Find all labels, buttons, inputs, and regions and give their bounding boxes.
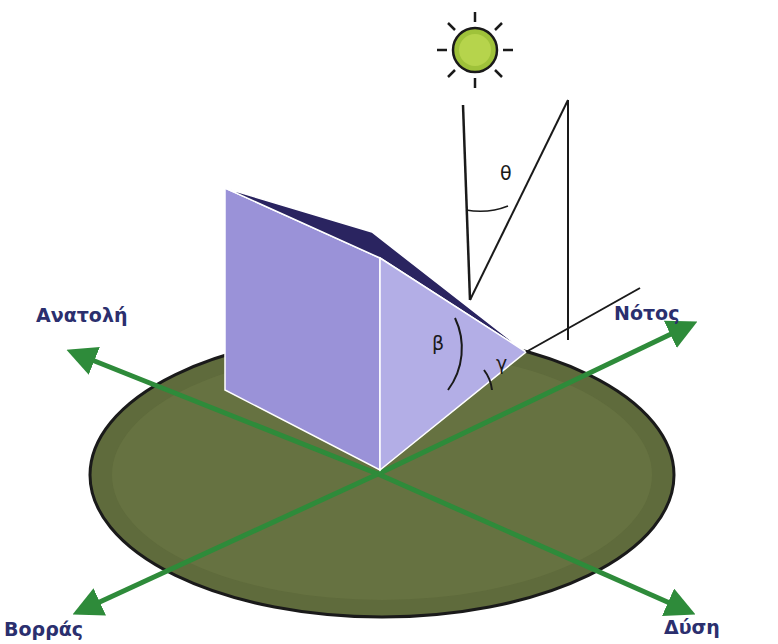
direction-label: Δύση <box>664 616 720 638</box>
west-arrow <box>378 474 690 612</box>
sun-core <box>459 34 491 66</box>
direction-label: Νότος <box>614 302 679 324</box>
theta-arc <box>466 206 508 211</box>
direction-label: Βορράς <box>4 618 83 640</box>
direction-label: Ανατολή <box>36 304 127 326</box>
vertical-reference <box>567 100 569 340</box>
sun-ray <box>463 105 470 300</box>
panel-normal <box>470 100 568 300</box>
wedge-front-face <box>380 258 526 470</box>
angle-gamma: γ <box>496 352 507 374</box>
beta-arc <box>448 318 462 390</box>
sun <box>453 28 497 72</box>
north-arrow <box>78 474 378 612</box>
angle-beta: β <box>432 332 444 354</box>
gamma-arc <box>484 370 492 390</box>
angle-theta: θ <box>500 162 512 184</box>
sun-rays <box>437 12 513 88</box>
